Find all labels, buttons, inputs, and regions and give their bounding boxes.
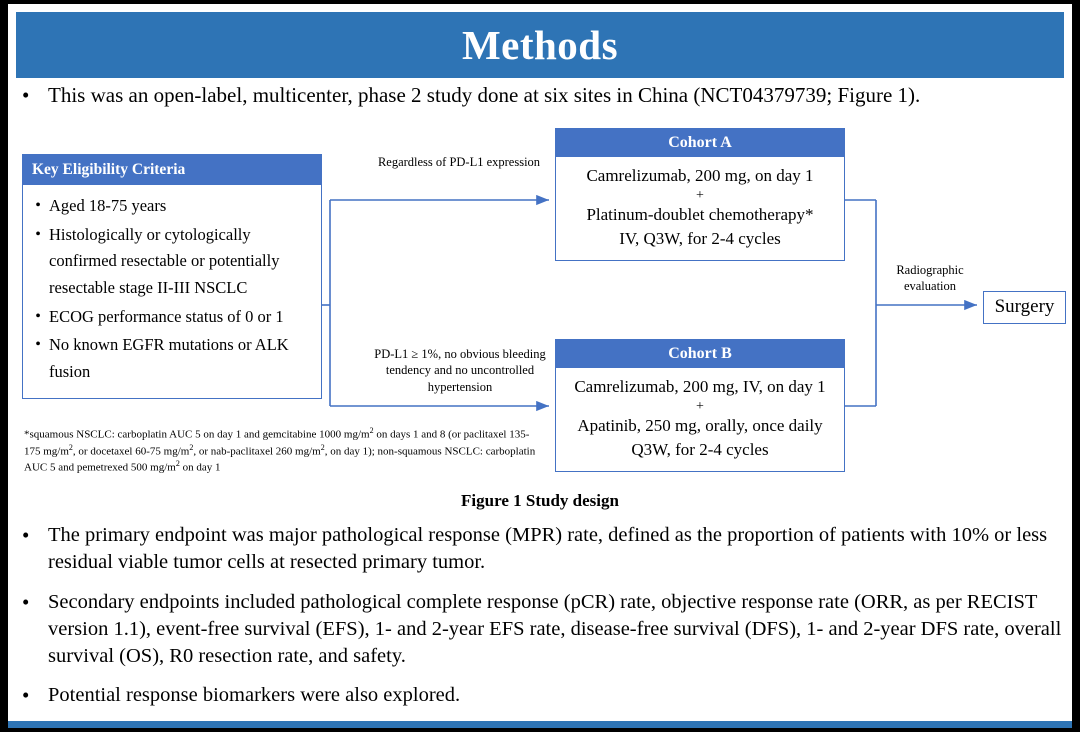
list-item: • Potential response biomarkers were als… <box>22 682 1062 710</box>
list-item: • ECOG performance status of 0 or 1 <box>27 304 315 331</box>
list-item: • The primary endpoint was major patholo… <box>22 522 1062 577</box>
bullet-marker-icon: • <box>22 83 30 107</box>
list-item: • Secondary endpoints included pathologi… <box>22 589 1062 671</box>
list-item: • No known EGFR mutations or ALK fusion <box>27 332 315 385</box>
cohort-a-plus: + <box>696 187 704 203</box>
figure-footnote: *squamous NSCLC: carboplatin AUC 5 on da… <box>24 426 536 474</box>
eligibility-criteria-card: Key Eligibility Criteria • Aged 18-75 ye… <box>22 154 322 399</box>
cohort-a-card: Cohort A Camrelizumab, 200 mg, on day 1 … <box>555 128 845 261</box>
eligibility-item-label: Aged 18-75 years <box>49 195 167 215</box>
cohort-b-body: Camrelizumab, 200 mg, IV, on day 1 + Apa… <box>556 368 844 470</box>
cohort-a-header: Cohort A <box>556 129 844 158</box>
endpoint-biomarkers-text: Potential response biomarkers were also … <box>48 684 461 707</box>
bullet-marker-icon: • <box>35 307 41 325</box>
eligibility-item-label: Histologically or cytologically confirme… <box>49 224 280 297</box>
cohort-a-line1: Camrelizumab, 200 mg, on day 1 <box>586 166 814 186</box>
cohort-a-line3: IV, Q3W, for 2-4 cycles <box>619 228 781 248</box>
connector-label-surgery: Radiographic evaluation <box>896 263 964 294</box>
cohort-a-body: Camrelizumab, 200 mg, on day 1 + Platinu… <box>556 157 844 259</box>
list-item: • Histologically or cytologically confir… <box>27 222 315 302</box>
surgery-card: Surgery <box>983 291 1066 324</box>
eligibility-card-body: • Aged 18-75 years • Histologically or c… <box>23 185 321 398</box>
bullet-marker-icon: • <box>35 196 41 214</box>
endpoints-list: • The primary endpoint was major patholo… <box>22 522 1062 721</box>
cohort-b-line3: Q3W, for 2-4 cycles <box>631 439 769 459</box>
bullet-marker-icon: • <box>35 336 41 354</box>
eligibility-card-header: Key Eligibility Criteria <box>23 155 321 185</box>
cohort-b-header: Cohort B <box>556 340 844 369</box>
study-design-diagram: Key Eligibility Criteria • Aged 18-75 ye… <box>8 114 1072 506</box>
list-item: • Aged 18-75 years <box>27 193 315 220</box>
cohort-b-line1: Camrelizumab, 200 mg, IV, on day 1 <box>574 377 826 397</box>
bullet-marker-icon: • <box>22 589 30 614</box>
connector-label-cohort-b: PD-L1 ≥ 1%, no obvious bleeding tendency… <box>374 347 546 394</box>
figure-caption: Figure 1 Study design <box>461 491 619 510</box>
cohort-b-line2: Apatinib, 250 mg, orally, once daily <box>577 415 823 435</box>
slide-title-banner: Methods <box>16 12 1064 78</box>
intro-bullet-text: This was an open-label, multicenter, pha… <box>48 83 921 107</box>
connector-label-cohort-a: Regardless of PD-L1 expression <box>377 155 541 169</box>
slide-canvas: Methods • This was an open-label, multic… <box>8 4 1072 728</box>
intro-bullet: • This was an open-label, multicenter, p… <box>22 82 1062 110</box>
page-title: Methods <box>461 21 619 68</box>
eligibility-item-label: No known EGFR mutations or ALK fusion <box>49 335 289 382</box>
bullet-marker-icon: • <box>35 225 41 243</box>
cohort-b-plus: + <box>696 398 704 414</box>
endpoint-secondary-text: Secondary endpoints included pathologica… <box>48 590 1062 668</box>
bullet-marker-icon: • <box>22 523 30 547</box>
bullet-marker-icon: • <box>22 683 30 708</box>
endpoint-primary-text: The primary endpoint was major pathologi… <box>48 524 1048 574</box>
cohort-b-card: Cohort B Camrelizumab, 200 mg, IV, on da… <box>555 339 845 472</box>
surgery-label: Surgery <box>994 296 1055 317</box>
eligibility-item-label: ECOG performance status of 0 or 1 <box>49 306 284 326</box>
cohort-a-line2: Platinum-doublet chemotherapy* <box>586 204 814 224</box>
